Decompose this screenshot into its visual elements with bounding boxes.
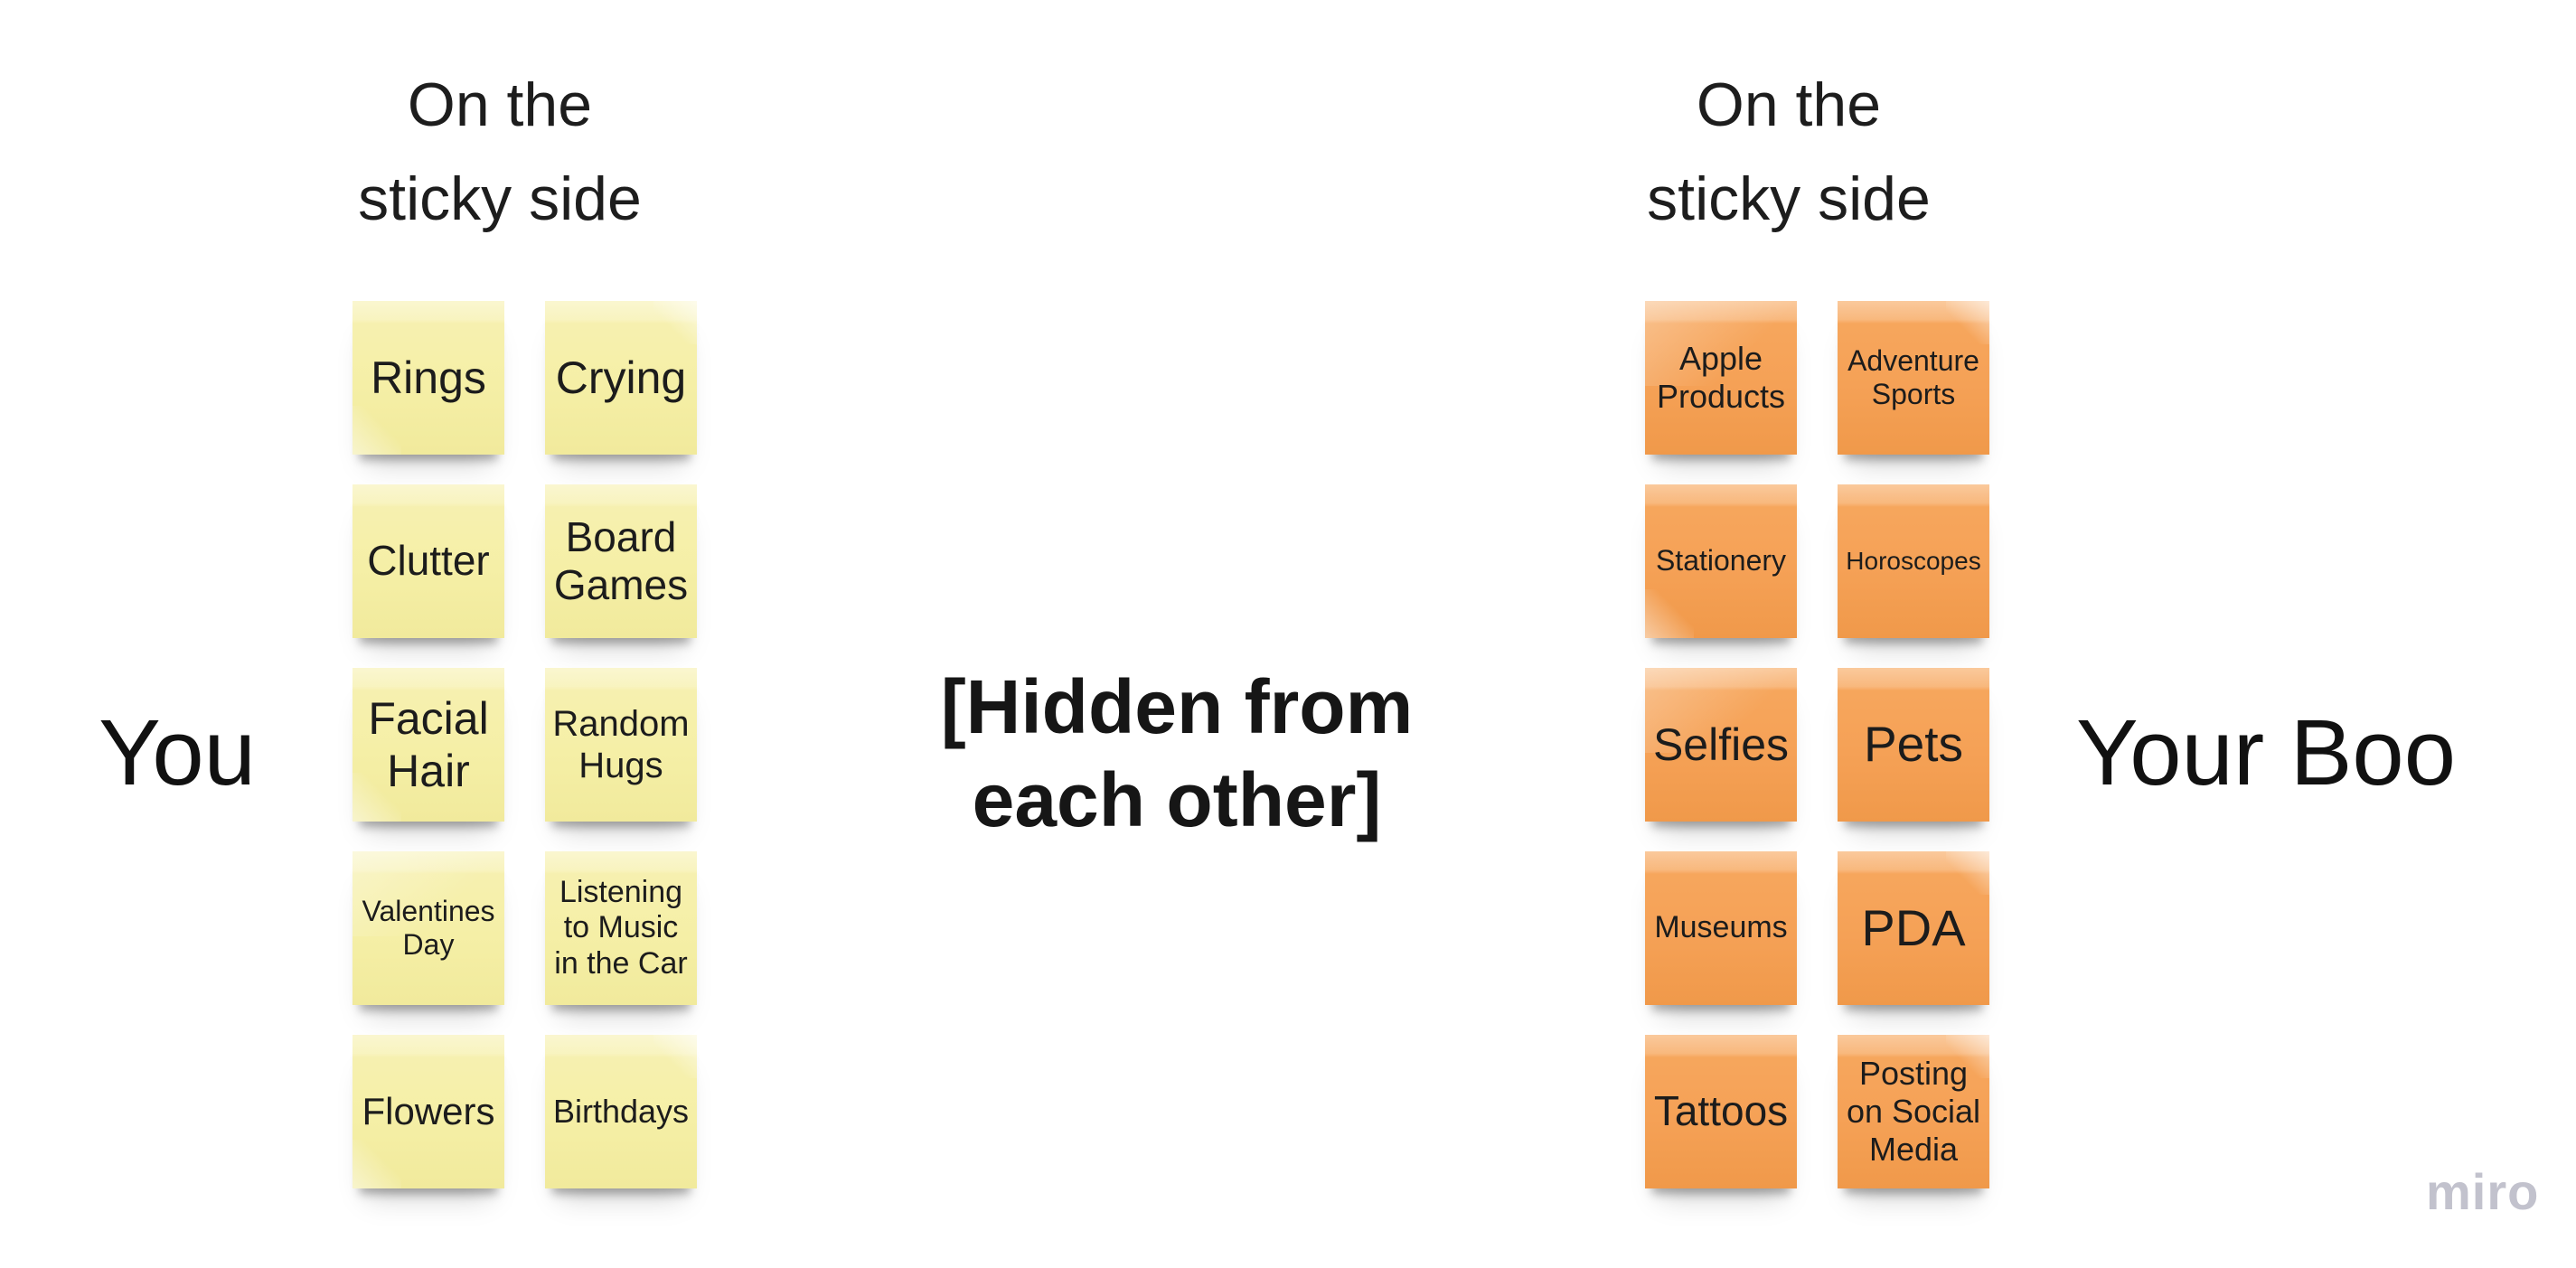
sticky-note[interactable]: Listening to Music in the Car <box>545 851 697 1005</box>
sticky-note-text: Facial Hair <box>368 693 489 796</box>
right-group-header[interactable]: On the sticky side <box>1518 58 2060 246</box>
sticky-note-text: Pets <box>1863 716 1964 773</box>
sticky-note-text: Posting on Social Media <box>1846 1055 1981 1168</box>
sticky-note[interactable]: Stationery <box>1645 484 1797 638</box>
sticky-note-text: Clutter <box>367 537 490 585</box>
sticky-note-text: Flowers <box>362 1089 495 1132</box>
sticky-note-text: Valentines Day <box>362 894 495 961</box>
hidden-note-line: [Hidden from <box>940 664 1414 749</box>
sticky-note[interactable]: Rings <box>353 301 504 455</box>
sticky-note-text: Selfies <box>1652 719 1790 770</box>
sticky-note[interactable]: Random Hugs <box>545 668 697 822</box>
left-group-header[interactable]: On the sticky side <box>229 58 771 246</box>
sticky-note-text: PDA <box>1861 898 1966 956</box>
sticky-note[interactable]: Apple Products <box>1645 301 1797 455</box>
sticky-note[interactable]: Facial Hair <box>353 668 504 822</box>
sticky-note[interactable]: Board Games <box>545 484 697 638</box>
sticky-note[interactable]: Tattoos <box>1645 1035 1797 1188</box>
sticky-note[interactable]: Selfies <box>1645 668 1797 822</box>
sticky-note[interactable]: PDA <box>1838 851 1989 1005</box>
sticky-note-text: Random Hugs <box>552 703 690 785</box>
sticky-note-text: Stationery <box>1655 544 1787 578</box>
header-line: sticky side <box>1647 164 1931 233</box>
sticky-note[interactable]: Crying <box>545 301 697 455</box>
sticky-note-text: Listening to Music in the Car <box>554 874 688 981</box>
sticky-note-text: Apple Products <box>1656 340 1786 415</box>
header-line: sticky side <box>358 164 642 233</box>
sticky-note-text: Birthdays <box>552 1093 690 1131</box>
sticky-note[interactable]: Posting on Social Media <box>1838 1035 1989 1188</box>
hidden-from-each-other-label[interactable]: [Hidden from each other] <box>860 661 1493 847</box>
sticky-note[interactable]: Adventure Sports <box>1838 301 1989 455</box>
sticky-note[interactable]: Horoscopes <box>1838 484 1989 638</box>
sticky-note[interactable]: Clutter <box>353 484 504 638</box>
sticky-note[interactable]: Valentines Day <box>353 851 504 1005</box>
your-boo-label[interactable]: Your Boo <box>2076 700 2456 804</box>
hidden-note-line: each other] <box>972 757 1382 842</box>
sticky-note-text: Tattoos <box>1653 1087 1789 1135</box>
sticky-note-text: Crying <box>555 352 687 403</box>
header-line: On the <box>407 70 593 139</box>
sticky-note-text: Rings <box>371 352 486 403</box>
sticky-note[interactable]: Flowers <box>353 1035 504 1188</box>
sticky-note-text: Board Games <box>553 512 689 608</box>
miro-watermark: miro <box>2426 1163 2540 1220</box>
sticky-note-text: Museums <box>1654 910 1788 945</box>
sticky-note[interactable]: Museums <box>1645 851 1797 1005</box>
sticky-note[interactable]: Birthdays <box>545 1035 697 1188</box>
sticky-note-text: Horoscopes <box>1846 546 1981 575</box>
sticky-note[interactable]: Pets <box>1838 668 1989 822</box>
you-label[interactable]: You <box>99 700 256 804</box>
header-line: On the <box>1696 70 1882 139</box>
sticky-note-text: Adventure Sports <box>1847 343 1979 410</box>
